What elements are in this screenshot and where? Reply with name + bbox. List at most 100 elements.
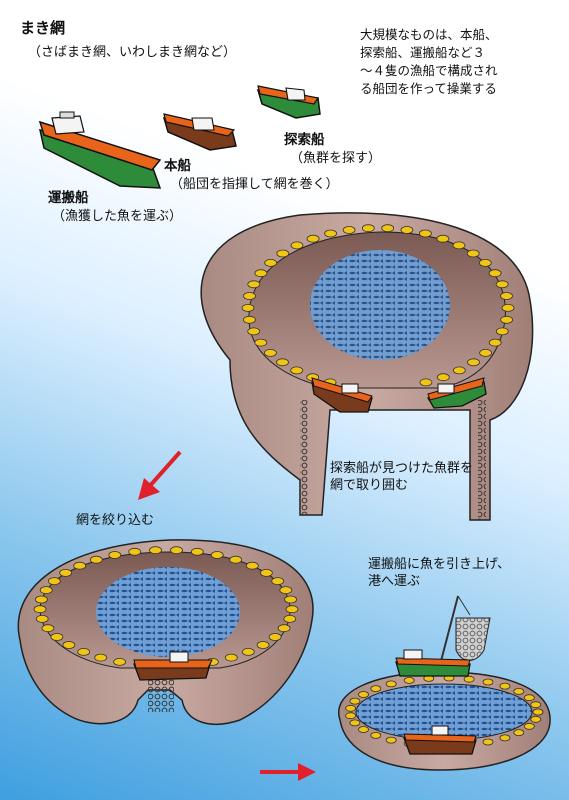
float-buoy xyxy=(229,555,243,564)
float-buoy xyxy=(488,269,502,278)
float-buoy xyxy=(241,303,255,312)
float-buoy xyxy=(35,615,49,623)
float-buoy xyxy=(276,249,290,258)
float-buoy xyxy=(259,569,273,577)
page-title: まき網 xyxy=(20,19,66,37)
float-buoy xyxy=(247,280,261,289)
float-buoy xyxy=(436,373,450,382)
float-buoy xyxy=(254,269,268,278)
float-buoy xyxy=(268,633,282,641)
main-ship-name: 本船 xyxy=(164,158,191,174)
float-buoy xyxy=(247,327,261,336)
float-buoy xyxy=(342,226,356,234)
float-buoy xyxy=(345,712,357,720)
float-buoy xyxy=(241,648,255,656)
float-buoy xyxy=(170,546,183,555)
float-buoy xyxy=(530,701,542,709)
float-buoy xyxy=(41,624,55,633)
float-buoy xyxy=(499,734,511,742)
float-buoy xyxy=(403,677,415,684)
float-buoy xyxy=(290,241,304,250)
float-buoy xyxy=(532,708,544,716)
float-buoy xyxy=(77,648,91,656)
float-buoy xyxy=(276,358,289,367)
float-buoy xyxy=(349,719,361,727)
float-buoy xyxy=(243,292,256,300)
carrier-ship-role: （漁獲した魚を運ぶ） xyxy=(52,209,183,224)
float-buoy xyxy=(452,366,466,375)
float-buoy xyxy=(530,715,542,723)
step-tighten-text: 網を絞り込む xyxy=(76,513,155,528)
float-buoy xyxy=(370,732,382,739)
float-buoy xyxy=(523,694,535,702)
float-buoy xyxy=(283,615,297,623)
float-buoy xyxy=(271,577,285,585)
float-buoy xyxy=(128,547,142,556)
float-buoy xyxy=(50,633,64,641)
float-buoy xyxy=(499,682,511,690)
float-buoy xyxy=(113,658,126,666)
float-buoy xyxy=(479,348,493,357)
main-ship-role: （船団を指揮して網を巻く） xyxy=(170,177,339,192)
float-buoy xyxy=(385,680,397,688)
float-buoy xyxy=(242,315,256,324)
search-ship-role: （魚群を探す） xyxy=(290,151,382,166)
float-buoy xyxy=(400,226,414,234)
float-buoy xyxy=(39,586,53,594)
float-buoy xyxy=(513,688,525,695)
float-buoy xyxy=(62,641,76,649)
float-buoy xyxy=(94,653,108,662)
float-buoy xyxy=(436,234,450,243)
step-surround-text: 探索船が見つけた魚群を 網で取り囲む xyxy=(330,461,474,493)
float-buoy xyxy=(513,729,525,736)
float-buoy xyxy=(108,551,122,559)
float-buoy xyxy=(381,224,395,233)
float-buoy xyxy=(361,224,375,233)
float-buoy xyxy=(419,378,433,387)
float-buoy xyxy=(89,555,103,564)
main-ship xyxy=(162,113,237,151)
float-buoy xyxy=(256,641,270,649)
carrier-ship-name: 運搬船 xyxy=(48,190,89,206)
float-buoy xyxy=(370,685,382,692)
float-buoy xyxy=(349,697,361,705)
float-buoy xyxy=(467,358,480,367)
float-buoy xyxy=(279,586,293,594)
carrier-ship xyxy=(38,111,162,189)
float-buoy xyxy=(466,249,480,258)
float-buoy xyxy=(324,229,338,238)
float-buoy xyxy=(452,241,466,250)
float-buoy xyxy=(482,678,494,686)
float-buoy xyxy=(306,234,320,243)
float-buoy xyxy=(263,348,277,357)
float-buoy xyxy=(35,595,48,604)
step-haul-text: 運搬船に魚を引き上げ、 港へ運ぶ xyxy=(368,557,511,589)
float-buoy xyxy=(210,551,224,559)
float-buoy xyxy=(463,675,475,683)
float-buoy xyxy=(245,561,259,570)
float-buoy xyxy=(500,315,514,324)
float-buoy xyxy=(149,546,162,555)
float-buoy xyxy=(285,605,299,614)
float-buoy xyxy=(73,561,87,570)
float-buoy xyxy=(345,704,357,712)
float-buoy xyxy=(482,738,494,746)
float-buoy xyxy=(47,577,61,585)
float-buoy xyxy=(254,338,268,347)
search-ship xyxy=(256,85,321,119)
hauling-scene xyxy=(337,595,551,771)
float-buoy xyxy=(385,736,397,744)
float-buoy xyxy=(500,292,513,300)
tightened-net xyxy=(17,539,314,725)
arrow-down-left xyxy=(138,450,182,500)
float-buoy xyxy=(264,258,278,267)
float-buoy xyxy=(495,327,509,336)
float-buoy xyxy=(290,366,304,375)
float-buoy xyxy=(277,624,291,633)
float-buoy xyxy=(495,280,509,289)
page-subtitle: （さばまき網、いわしまき網など） xyxy=(28,45,237,60)
float-buoy xyxy=(358,691,369,698)
float-buoy xyxy=(33,605,47,614)
intro-text: 大規模なものは、本船、 探索船、運搬船など３ 〜４隻の漁船で構成され る船団を作… xyxy=(360,27,498,96)
